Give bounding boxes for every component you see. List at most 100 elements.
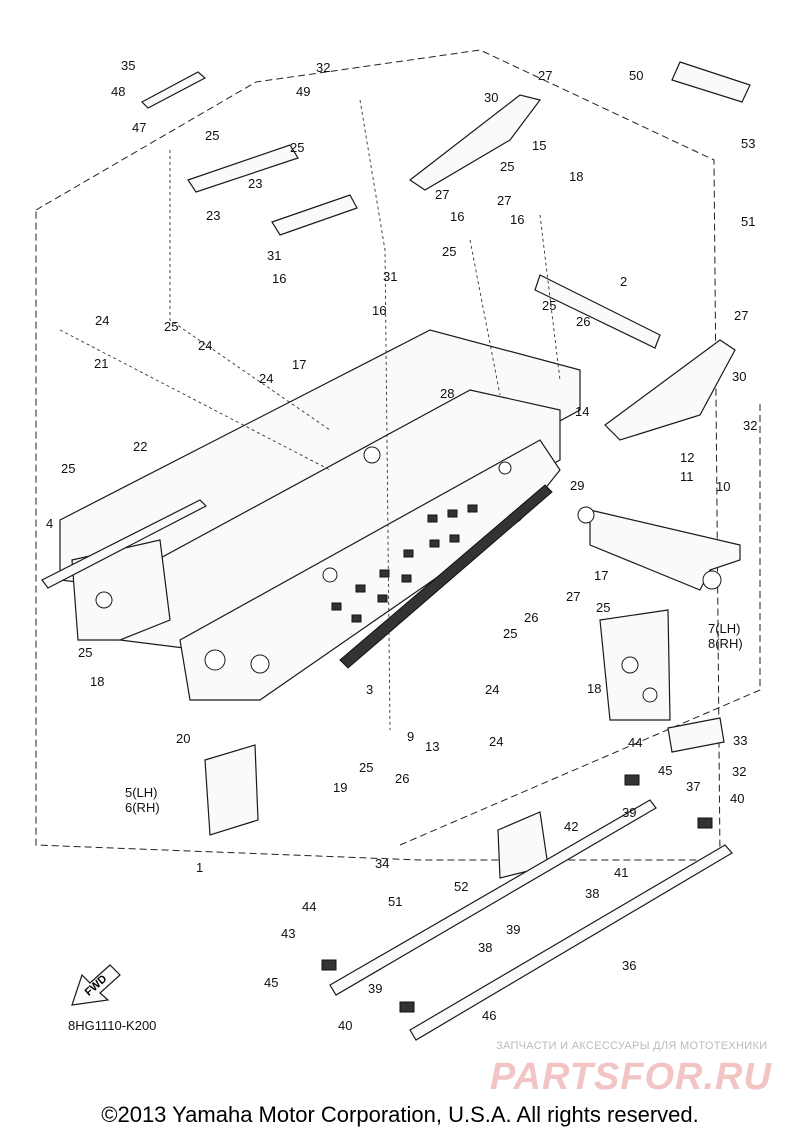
callout-18b: 18 — [569, 169, 583, 184]
callout-45a: 45 — [658, 763, 672, 778]
guide-lines — [59, 99, 561, 731]
callout-34: 34 — [375, 856, 389, 871]
copyright-notice: ©2013 Yamaha Motor Corporation, U.S.A. A… — [101, 1102, 699, 1127]
callout-46: 46 — [482, 1008, 496, 1023]
callout-5-6: 5(LH)6(RH) — [125, 785, 160, 815]
callout-39a: 39 — [622, 805, 636, 820]
callout-43: 43 — [281, 926, 295, 941]
callout-44a: 44 — [628, 735, 642, 750]
fwd-arrow-icon: FWD — [71, 964, 121, 1006]
bracket-33 — [667, 717, 725, 753]
callout-3: 3 — [366, 682, 373, 697]
callout-39b: 39 — [506, 922, 520, 937]
callout-28: 28 — [440, 386, 454, 401]
callout-25j: 25 — [596, 600, 610, 615]
slide-rail-41 — [329, 799, 657, 996]
callout-17b: 17 — [594, 568, 608, 583]
callout-47: 47 — [132, 120, 146, 135]
callout-53: 53 — [741, 136, 755, 151]
assembly-boundary — [35, 49, 721, 861]
callout-16b: 16 — [510, 212, 524, 227]
callout-40b: 40 — [338, 1018, 352, 1033]
callout-16c: 16 — [272, 271, 286, 286]
callout-33: 33 — [733, 733, 747, 748]
bracket-15 — [408, 94, 542, 191]
wear-pad-45b — [624, 774, 640, 786]
callout-27e: 27 — [566, 589, 580, 604]
callout-11: 11 — [680, 469, 694, 484]
callout-13: 13 — [425, 739, 439, 754]
callout-25g: 25 — [542, 298, 556, 313]
wear-pad-40a — [399, 1001, 415, 1013]
watermark-subtitle: ЗАПЧАСТИ И АКСЕССУАРЫ ДЛЯ МОТОТЕХНИКИ — [496, 1040, 768, 1052]
callout-52: 52 — [454, 879, 468, 894]
callout-25c: 25 — [164, 319, 178, 334]
callout-27d: 27 — [734, 308, 748, 323]
callout-38b: 38 — [478, 940, 492, 955]
callout-49: 49 — [296, 84, 310, 99]
callout-24b: 24 — [198, 338, 212, 353]
bracket-14 — [604, 339, 736, 441]
callout-25f: 25 — [442, 244, 456, 259]
callout-7-8: 7(LH)8(RH) — [708, 621, 743, 651]
callout-41: 41 — [614, 865, 628, 880]
callout-32b: 32 — [743, 418, 757, 433]
strip-35 — [141, 71, 207, 109]
callout-17a: 17 — [292, 357, 306, 372]
callout-39c: 39 — [368, 981, 382, 996]
callout-21: 21 — [94, 356, 108, 371]
callout-32a: 32 — [316, 60, 330, 75]
callout-9: 9 — [407, 729, 414, 744]
callout-25e: 25 — [500, 159, 514, 174]
callout-25a: 25 — [205, 128, 219, 143]
rear-cross-member — [577, 506, 741, 591]
callout-14: 14 — [575, 404, 589, 419]
plate-23-lower — [271, 194, 358, 236]
label-53 — [671, 61, 751, 103]
rail-3 — [339, 484, 553, 669]
wear-pad-40b — [697, 817, 713, 829]
callout-27a: 27 — [538, 68, 552, 83]
callout-18a: 18 — [90, 674, 104, 689]
callout-19: 19 — [333, 780, 347, 795]
callout-24e: 24 — [489, 734, 503, 749]
callout-16d: 16 — [372, 303, 386, 318]
callout-44b: 44 — [302, 899, 316, 914]
watermark-logo: PARTSFOR.RU — [490, 1056, 772, 1098]
callout-15: 15 — [532, 138, 546, 153]
callout-23a: 23 — [206, 208, 220, 223]
callout-24c: 24 — [259, 371, 273, 386]
callout-31b: 31 — [383, 269, 397, 284]
main-frame — [59, 329, 581, 701]
plate-23-upper — [187, 144, 299, 193]
diagram-code: 8HG1110-K200 — [68, 1018, 157, 1033]
callout-25b: 25 — [290, 140, 304, 155]
callout-51b: 51 — [388, 894, 402, 909]
callout-50: 50 — [629, 68, 643, 83]
callout-40a: 40 — [730, 791, 744, 806]
callout-26c: 26 — [395, 771, 409, 786]
wear-pad-45a — [321, 959, 337, 971]
bracket-2 — [534, 274, 661, 349]
callout-25d: 25 — [61, 461, 75, 476]
callout-4: 4 — [46, 516, 53, 531]
callout-26a: 26 — [576, 314, 590, 329]
callout-2: 2 — [620, 274, 627, 289]
callout-27b: 27 — [435, 187, 449, 202]
callout-51a: 51 — [741, 214, 755, 229]
callout-18c: 18 — [587, 681, 601, 696]
callout-45b: 45 — [264, 975, 278, 990]
callout-30b: 30 — [732, 369, 746, 384]
callout-10: 10 — [716, 479, 730, 494]
callout-24d: 24 — [485, 682, 499, 697]
callout-35: 35 — [121, 58, 135, 73]
callout-42: 42 — [564, 819, 578, 834]
callout-32c: 32 — [732, 764, 746, 779]
callout-25i: 25 — [503, 626, 517, 641]
plate-5-6 — [204, 744, 259, 836]
callout-38a: 38 — [585, 886, 599, 901]
heat-exchanger-slots — [331, 504, 478, 623]
